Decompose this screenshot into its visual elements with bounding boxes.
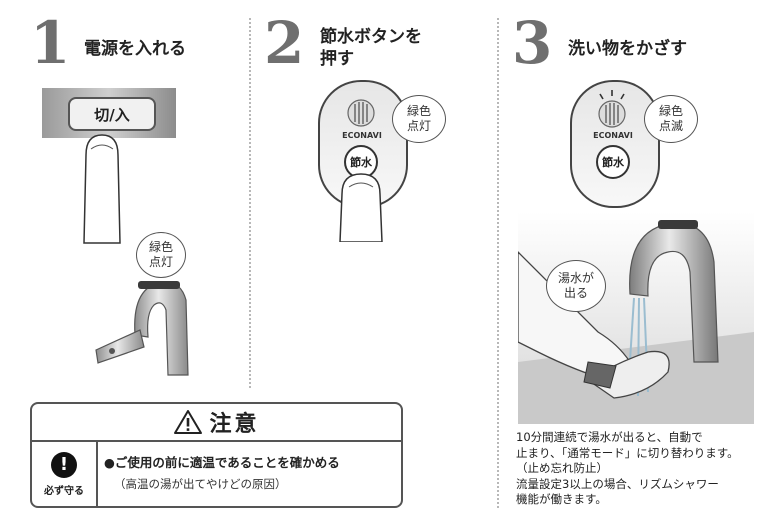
step-2-number: 2 <box>264 9 305 77</box>
divider-2 <box>497 18 499 508</box>
step3-water-saving-button-label: 節水 <box>602 156 624 169</box>
step1-bubble-line1: 緑色 <box>148 240 173 254</box>
caution-header: 注意 <box>32 404 401 442</box>
warning-triangle-icon <box>174 410 203 434</box>
power-switch-label: 切/入 <box>94 105 130 124</box>
step3-status-bubble: 緑色 点滅 <box>644 95 698 143</box>
water-flow-bubble: 湯水が 出る <box>546 260 606 312</box>
must-follow-label: 必ず守る <box>44 485 84 497</box>
step-1-title: 電源を入れる <box>84 39 186 59</box>
step2-status-bubble: 緑色 点灯 <box>392 95 446 143</box>
step3-panel-brand: ECONAVI <box>593 131 633 140</box>
exclamation-icon: ! <box>51 451 77 478</box>
step1-bubble-line2: 点灯 <box>148 255 173 269</box>
sensor-icon <box>347 99 375 127</box>
divider-1 <box>249 18 251 388</box>
caution-title: 注意 <box>209 412 260 437</box>
step-1-number: 1 <box>30 9 71 77</box>
note-line: 止まり、「通常モード」に切り替わります。 <box>516 445 739 460</box>
note-line: 機能が働きます。 <box>516 492 607 506</box>
step-3-title: 洗い物をかざす <box>568 39 687 59</box>
washing-illustration <box>518 212 754 424</box>
note-line: 流量設定3以上の場合、リズムシャワー <box>516 476 719 491</box>
water-bubble-line1: 湯水が <box>557 271 594 285</box>
step3-water-saving-button[interactable]: 節水 <box>596 145 630 179</box>
water-bubble-line2: 出る <box>563 286 588 300</box>
auto-stop-note: 10分間連続で湯水が出ると、自動で 止まり、「通常モード」に切り替わります。 （… <box>516 430 756 508</box>
blinking-sensor-icon <box>598 90 626 128</box>
step-3-number: 3 <box>512 9 553 77</box>
caution-box: 注意 ! 必ず守る ●ご使用の前に適温であることを確かめる （高温の湯が出てやけ… <box>30 402 403 508</box>
note-line: （止め忘れ防止） <box>516 461 608 475</box>
pressing-finger <box>339 173 383 242</box>
step-2-title-line1: 節水ボタンを <box>320 27 422 47</box>
caution-line-2: （高温の湯が出てやけどの原因） <box>114 477 287 491</box>
step2-bubble-line2: 点灯 <box>406 119 431 133</box>
step2-bubble-line1: 緑色 <box>406 104 431 118</box>
step2-panel-brand: ECONAVI <box>342 131 382 140</box>
caution-body: ! 必ず守る ●ご使用の前に適温であることを確かめる （高温の湯が出てやけどの原… <box>32 442 401 506</box>
water-saving-button-label: 節水 <box>350 156 372 169</box>
step1-status-bubble: 緑色 点灯 <box>136 232 186 278</box>
power-switch-button[interactable]: 切/入 <box>68 97 156 131</box>
step-2-title-line2: 押す <box>320 49 354 69</box>
step3-bubble-line1: 緑色 <box>658 104 683 118</box>
caution-line-1: ●ご使用の前に適温であることを確かめる <box>104 455 340 470</box>
must-follow-cell: ! 必ず守る <box>32 442 98 506</box>
step3-bubble-line2: 点滅 <box>658 119 683 133</box>
note-line: 10分間連続で湯水が出ると、自動で <box>516 430 703 444</box>
